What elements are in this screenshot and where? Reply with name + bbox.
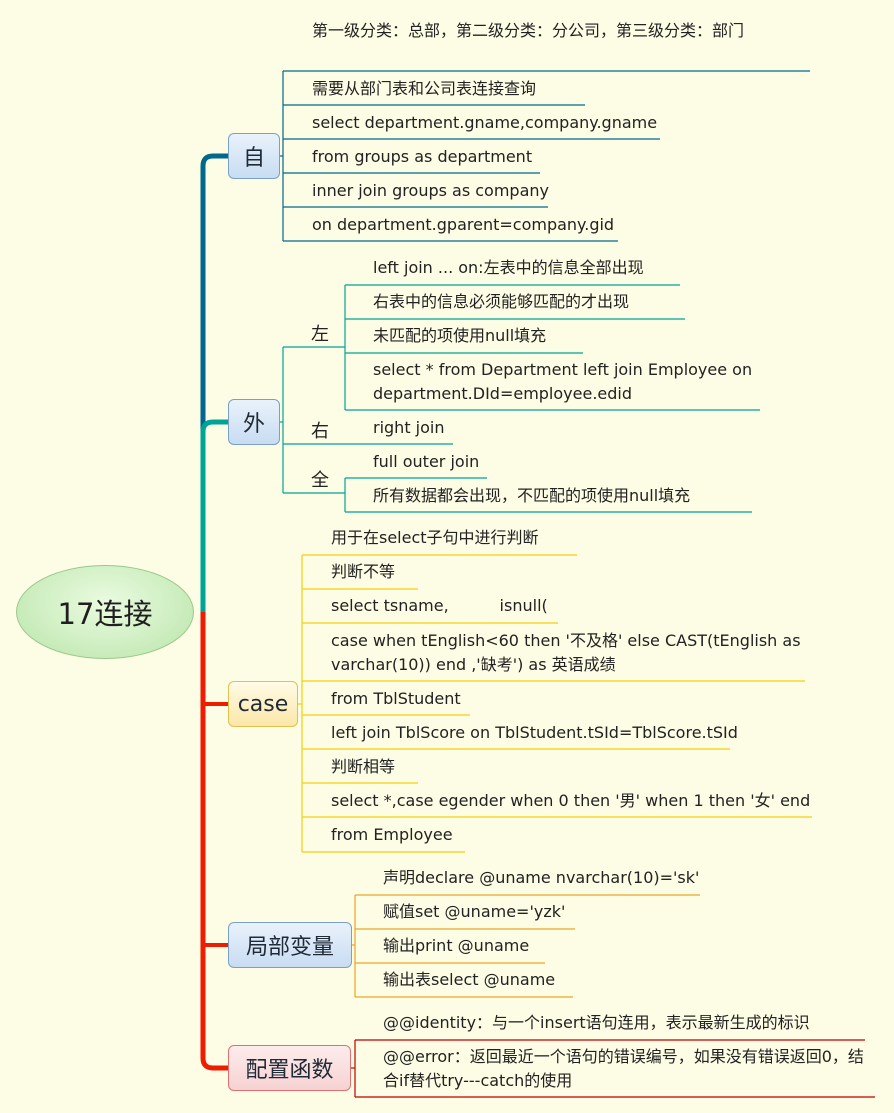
branch-wai-label: 外 [242, 412, 265, 437]
local-leaf-2[interactable]: 赋值set @uname='yzk' [383, 902, 566, 921]
branch-zi[interactable]: 自 [228, 133, 280, 179]
branch-config[interactable]: 配置函数 [228, 1045, 351, 1091]
case-leaf-8[interactable]: select *,case egender when 0 then '男' wh… [331, 791, 811, 810]
branch-local-label: 局部变量 [245, 935, 334, 960]
zi-links [280, 70, 810, 242]
trunk-teal [200, 153, 228, 612]
case-leaf-7[interactable]: 判断相等 [331, 757, 396, 776]
wai-left-leaf-1[interactable]: left join ... on:左表中的信息全部出现 [373, 258, 644, 277]
local-leaf-1[interactable]: 声明declare @uname nvarchar(10)='sk' [383, 868, 700, 887]
root-topic[interactable]: 17连接 [16, 565, 194, 659]
zi-leaf-5[interactable]: inner join groups as company [312, 181, 549, 200]
trunk-red [200, 612, 228, 1071]
wai-right-leaf-1[interactable]: right join [373, 418, 445, 437]
branch-wai[interactable]: 外 [228, 399, 280, 445]
wai-left-topic[interactable]: 左 [311, 324, 329, 345]
wai-full-leaf-1[interactable]: full outer join [373, 452, 480, 471]
case-links [298, 554, 812, 853]
wai-left-leaf-3[interactable]: 未匹配的项使用null填充 [373, 326, 547, 345]
wai-links [280, 284, 760, 513]
wai-left-leaf-4[interactable]: select * from Department left join Emplo… [373, 360, 753, 403]
zi-leaf-6[interactable]: on department.gparent=company.gid [312, 215, 615, 234]
wai-right-topic[interactable]: 右 [311, 421, 329, 442]
case-leaf-3[interactable]: select tsname, isnull( [331, 596, 548, 615]
branch-local[interactable]: 局部变量 [228, 922, 352, 968]
case-leaf-6[interactable]: left join TblScore on TblStudent.tSId=Tb… [331, 723, 738, 742]
zi-leaf-1[interactable]: 第一级分类：总部，第二级分类：分公司，第三级分类：部门 [312, 21, 745, 40]
case-leaf-5[interactable]: from TblStudent [331, 689, 461, 708]
local-leaf-3[interactable]: 输出print @uname [383, 936, 530, 955]
branch-case-label: case [237, 691, 289, 717]
config-links [351, 1039, 875, 1098]
root-label: 17连接 [57, 597, 153, 631]
branch-config-label: 配置函数 [245, 1058, 334, 1083]
wai-left-leaf-2[interactable]: 右表中的信息必须能够匹配的才出现 [373, 292, 630, 311]
zi-leaf-4[interactable]: from groups as department [312, 147, 533, 166]
local-leaf-4[interactable]: 输出表select @uname [383, 970, 556, 989]
zi-leaf-2[interactable]: 需要从部门表和公司表连接查询 [312, 79, 537, 98]
wai-full-leaf-2[interactable]: 所有数据都会出现，不匹配的项使用null填充 [373, 486, 691, 505]
case-leaf-4[interactable]: case when tEnglish<60 then '不及格' else CA… [331, 631, 801, 674]
case-leaf-9[interactable]: from Employee [331, 825, 453, 844]
trunk-green [200, 419, 228, 612]
wai-full-topic[interactable]: 全 [311, 470, 329, 491]
zi-leaf-3[interactable]: select department.gname,company.gname [312, 113, 658, 132]
branch-case[interactable]: case [228, 681, 298, 727]
config-leaf-2[interactable]: @@error：返回最近一个语句的错误编号，如果没有错误返回0，结合if替代tr… [383, 1047, 864, 1090]
config-leaf-1[interactable]: @@identity：与一个insert语句连用，表示最新生成的标识 [383, 1013, 810, 1032]
case-leaf-1[interactable]: 用于在select子句中进行判断 [331, 528, 539, 547]
local-links [352, 894, 700, 998]
branch-zi-label: 自 [242, 146, 265, 171]
case-leaf-2[interactable]: 判断不等 [331, 562, 396, 581]
